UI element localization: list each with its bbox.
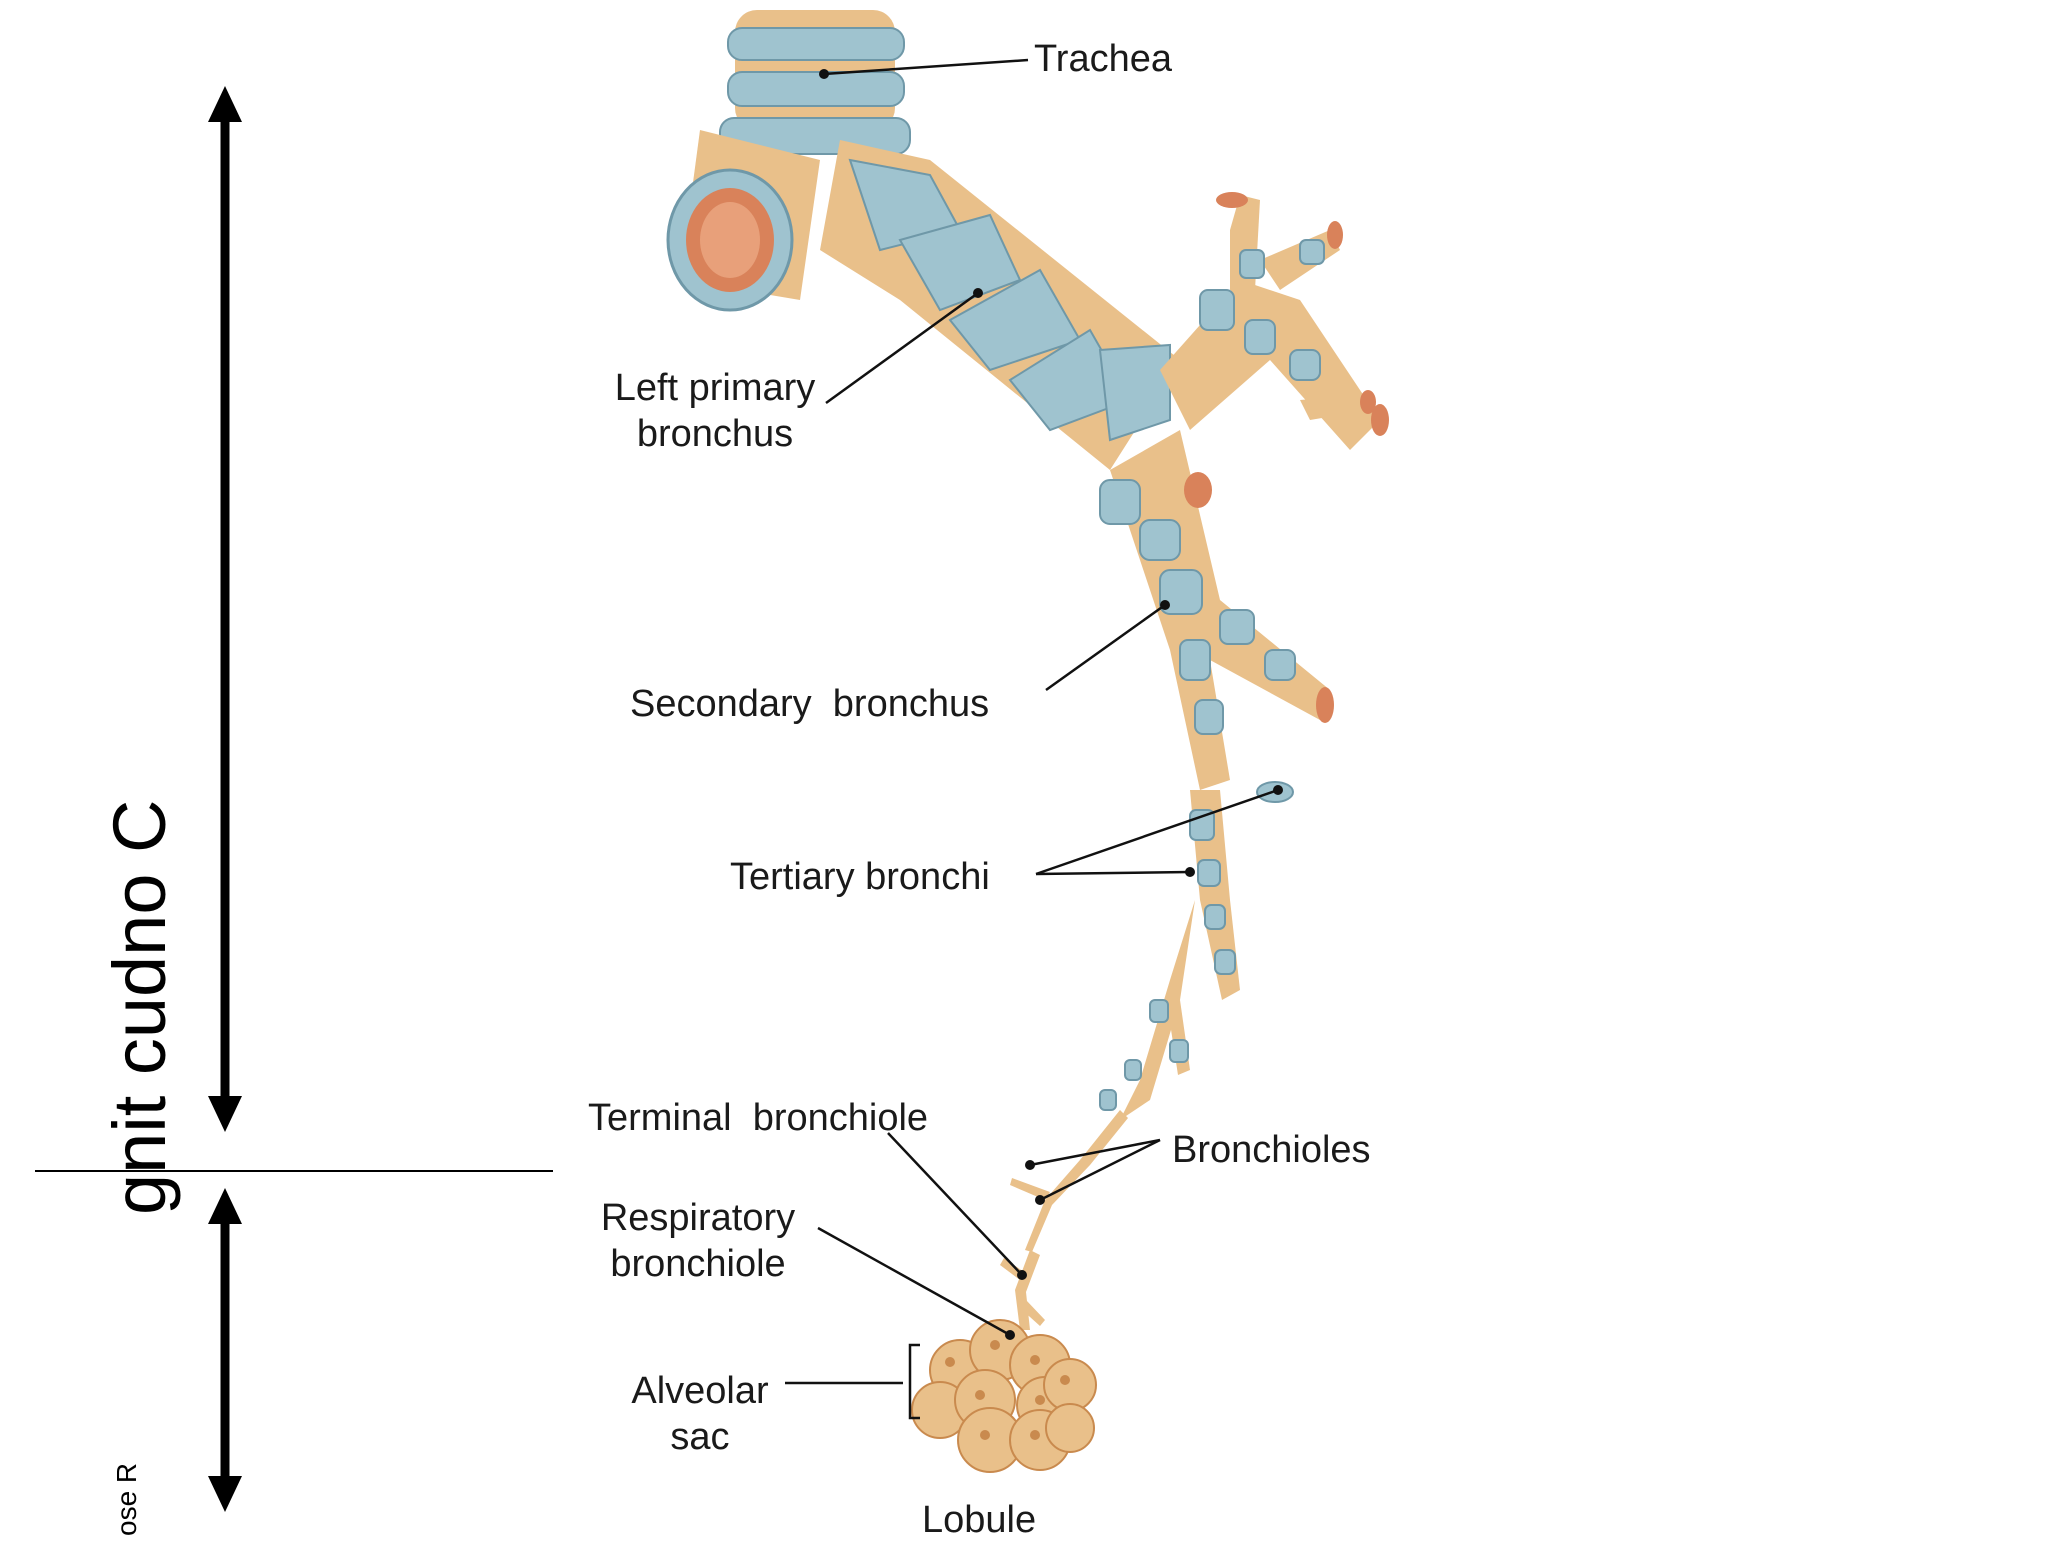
left-primary-bronchus-leader bbox=[825, 291, 979, 405]
bronchioles-leader-1 bbox=[1029, 1138, 1161, 1167]
label-bronchioles: Bronchioles bbox=[1172, 1129, 1371, 1171]
label-alveolar-sac-line1: Alveolar bbox=[631, 1370, 769, 1412]
trachea-shape bbox=[719, 10, 911, 155]
zone-label-conducting: gnit cudno C bbox=[98, 799, 181, 1216]
label-tertiary-bronchi: Tertiary bronchi bbox=[730, 856, 990, 898]
label-left-primary-bronchus-line2: bronchus bbox=[636, 413, 794, 455]
terminal-bronchiole-leader bbox=[887, 1132, 1023, 1276]
label-respiratory-bronchiole-line1: Respiratory bbox=[600, 1197, 796, 1239]
label-lobule: Lobule bbox=[922, 1499, 1037, 1541]
zone-label-respiratory: ose R bbox=[111, 1462, 142, 1536]
label-secondary-bronchus: Secondary bronchus bbox=[630, 683, 990, 725]
label-alveolar-sac-line2: sac bbox=[670, 1416, 730, 1458]
left-primary-bronchus-shape bbox=[820, 140, 1180, 470]
secondary-bronchus-leader bbox=[1045, 603, 1166, 692]
alveolar-sac-bracket bbox=[908, 1343, 920, 1420]
trachea-leader bbox=[823, 58, 1029, 76]
respiratory-bronchiole-leader bbox=[817, 1226, 1011, 1337]
respiratory-zone-arrow bbox=[208, 1188, 242, 1512]
label-left-primary-bronchus: Left primary bronchus bbox=[595, 365, 835, 457]
secondary-bronchus-shape bbox=[1099, 430, 1334, 803]
label-respiratory-bronchiole-line2: bronchiole bbox=[610, 1243, 786, 1285]
label-terminal-bronchiole: Terminal bronchiole bbox=[588, 1097, 929, 1139]
label-respiratory-bronchiole: Respiratory bronchiole bbox=[588, 1195, 808, 1287]
tertiary-bronchi-leader-1 bbox=[1035, 788, 1279, 876]
label-alveolar-sac: Alveolar sac bbox=[600, 1368, 800, 1460]
leader-lines bbox=[785, 58, 1279, 1420]
label-left-primary-bronchus-line1: Left primary bbox=[614, 367, 816, 409]
leader-dots bbox=[819, 69, 1283, 1340]
right-bronchus-stub bbox=[666, 130, 820, 312]
bronchioles-shape bbox=[1000, 1110, 1128, 1330]
tertiary-bronchi-leader-2 bbox=[1035, 870, 1191, 876]
tertiary-bronchi-shape bbox=[1099, 790, 1240, 1120]
conducting-zone-arrow bbox=[208, 86, 242, 1132]
upper-secondary-branch bbox=[1160, 192, 1389, 450]
bronchioles-leader-2 bbox=[1039, 1138, 1161, 1202]
alveolar-sac-shape bbox=[911, 1319, 1097, 1473]
label-trachea: Trachea bbox=[1034, 38, 1172, 80]
